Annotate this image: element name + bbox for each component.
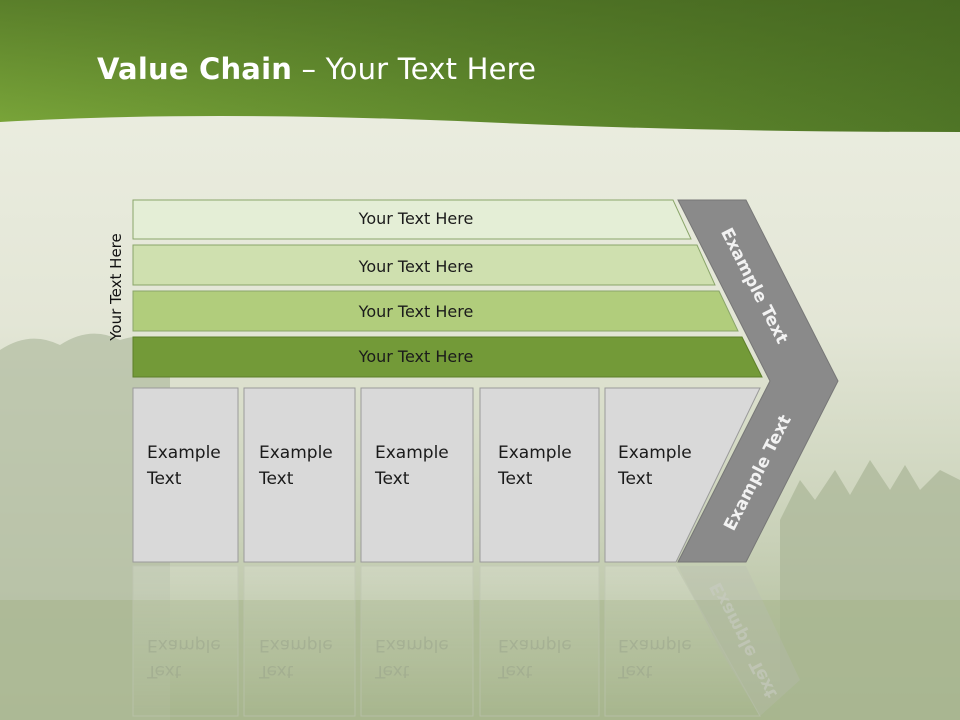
side-label: Your Text Here	[107, 233, 125, 341]
column-label-line2: Text	[618, 469, 653, 489]
column-label-line1: Example	[618, 443, 692, 463]
column-box	[604, 387, 761, 563]
column-box	[360, 387, 474, 563]
column-label-line2: Text	[147, 469, 182, 489]
row-bar	[132, 290, 739, 332]
row-bar	[132, 336, 763, 378]
title-rest: – Your Text Here	[292, 52, 537, 86]
row-label: Your Text Here	[358, 347, 474, 366]
slide-title: Value Chain – Your Text Here	[97, 52, 536, 86]
reflection-line: Text	[147, 661, 182, 681]
row-label: Your Text Here	[358, 209, 474, 228]
column-label-reflection: Text Example	[259, 632, 359, 684]
column-box	[243, 387, 356, 563]
title-bold: Value Chain	[97, 52, 293, 86]
reflection-line: Text	[259, 661, 294, 681]
row-label: Your Text Here	[358, 257, 474, 276]
row-bar	[132, 199, 692, 240]
column-label-reflection: Text Example	[147, 632, 247, 684]
column-label-line2: Text	[375, 469, 410, 489]
chevron-arrow	[677, 199, 839, 563]
reflection-line: Text	[375, 661, 410, 681]
row-bar	[132, 244, 716, 286]
column-label-reflection: Text Example	[375, 632, 475, 684]
reflection-line: Example	[375, 635, 449, 655]
column-label-line2: Text	[259, 469, 294, 489]
column-box	[132, 387, 239, 563]
reflection-line: Example	[147, 635, 221, 655]
column-label-line1: Example	[147, 443, 221, 463]
column-label-line2: Text	[498, 469, 533, 489]
column-label-reflection: Text Example	[498, 632, 598, 684]
column-label-line1: Example	[259, 443, 333, 463]
reflection-line: Text	[618, 661, 653, 681]
reflection	[132, 565, 800, 717]
reflection-line: Example	[259, 635, 333, 655]
column-label-reflection: Text Example	[618, 632, 718, 684]
column-label-line1: Example	[375, 443, 449, 463]
reflection-line: Example	[498, 635, 572, 655]
row-label: Your Text Here	[358, 302, 474, 321]
reflection-line: Text	[498, 661, 533, 681]
column-label-line1: Example	[498, 443, 572, 463]
reflection-line: Example	[618, 635, 692, 655]
column-box	[479, 387, 600, 563]
